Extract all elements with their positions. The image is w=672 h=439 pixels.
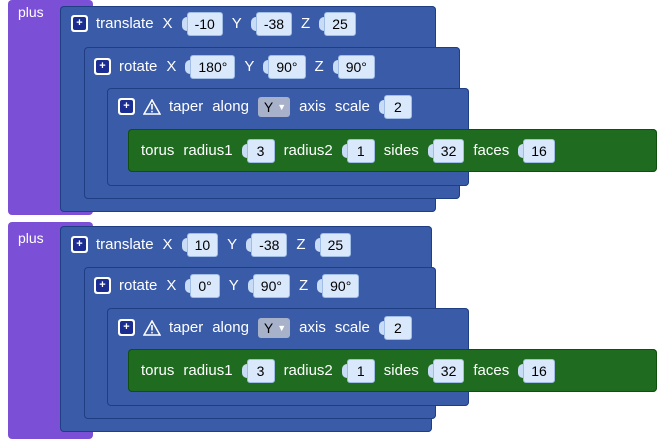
sides-label: sides bbox=[383, 142, 419, 159]
axis-label: axis bbox=[299, 319, 326, 336]
translate-y-field[interactable]: -38 bbox=[246, 232, 288, 257]
rotate-y-field[interactable]: 90° bbox=[263, 54, 306, 79]
translate-x-field[interactable]: 10 bbox=[181, 232, 219, 257]
torus-row: torus radius1 3 radius2 1 sides 32 faces… bbox=[141, 354, 564, 387]
translate-row: + translate X -10 Y -38 Z 25 bbox=[71, 7, 365, 40]
rotate-z-field[interactable]: 90° bbox=[332, 54, 375, 79]
radius2-field[interactable]: 1 bbox=[341, 138, 375, 163]
sides-field[interactable]: 32 bbox=[427, 358, 465, 383]
plus-label: plus bbox=[18, 230, 44, 246]
translate-z-field[interactable]: 25 bbox=[319, 11, 356, 36]
along-label: along bbox=[212, 319, 249, 336]
axis-dropdown[interactable]: Y▼ bbox=[257, 96, 291, 117]
scale-label: scale bbox=[334, 319, 370, 336]
axis-dropdown[interactable]: Y▼ bbox=[257, 317, 291, 338]
warning-icon[interactable] bbox=[143, 98, 161, 115]
z-label: Z bbox=[301, 15, 311, 32]
rotate-label: rotate bbox=[119, 58, 158, 75]
sides-field[interactable]: 32 bbox=[427, 138, 465, 163]
translate-x-field[interactable]: -10 bbox=[181, 11, 223, 36]
x-label: X bbox=[162, 236, 173, 253]
rotate-z-field[interactable]: 90° bbox=[317, 273, 360, 298]
mutator-plus-icon[interactable]: + bbox=[71, 236, 88, 253]
radius1-label: radius1 bbox=[183, 362, 233, 379]
translate-z-field[interactable]: 25 bbox=[314, 232, 352, 257]
y-label: Y bbox=[244, 58, 255, 75]
taper-scale-field[interactable]: 2 bbox=[378, 315, 412, 340]
rotate-y-field[interactable]: 90° bbox=[247, 273, 290, 298]
faces-label: faces bbox=[473, 142, 510, 159]
rotate-x-field[interactable]: 0° bbox=[185, 273, 220, 298]
translate-label: translate bbox=[96, 236, 154, 253]
mutator-plus-icon[interactable]: + bbox=[71, 15, 88, 32]
translate-row: + translate X 10 Y -38 Z 25 bbox=[71, 228, 360, 261]
mutator-plus-icon[interactable]: + bbox=[118, 319, 135, 336]
rotate-label: rotate bbox=[119, 277, 158, 294]
taper-scale-field[interactable]: 2 bbox=[378, 94, 412, 119]
dropdown-caret-icon: ▼ bbox=[277, 101, 287, 112]
rotate-row: + rotate X 0° Y 90° Z 90° bbox=[94, 269, 368, 302]
y-label: Y bbox=[228, 277, 239, 294]
torus-label: torus bbox=[141, 362, 175, 379]
x-label: X bbox=[162, 15, 173, 32]
taper-row: + taper along Y▼ axis scale 2 bbox=[118, 311, 421, 344]
mutator-plus-icon[interactable]: + bbox=[94, 277, 111, 294]
z-label: Z bbox=[314, 58, 324, 75]
faces-field[interactable]: 16 bbox=[518, 138, 555, 163]
y-label: Y bbox=[227, 236, 238, 253]
radius1-field[interactable]: 3 bbox=[241, 138, 275, 163]
faces-field[interactable]: 16 bbox=[518, 358, 555, 383]
torus-block[interactable] bbox=[128, 349, 657, 392]
translate-label: translate bbox=[96, 15, 154, 32]
translate-y-field[interactable]: -38 bbox=[250, 11, 293, 36]
scale-label: scale bbox=[334, 98, 370, 115]
along-label: along bbox=[212, 98, 249, 115]
axis-label: axis bbox=[299, 98, 326, 115]
z-label: Z bbox=[298, 277, 309, 294]
x-label: X bbox=[166, 277, 177, 294]
torus-block[interactable] bbox=[128, 129, 657, 172]
dropdown-caret-icon: ▼ bbox=[277, 322, 287, 333]
mutator-plus-icon[interactable]: + bbox=[94, 58, 111, 75]
radius2-label: radius2 bbox=[283, 362, 333, 379]
taper-row: + taper along Y▼ axis scale 2 bbox=[118, 90, 421, 123]
rotate-x-field[interactable]: 180° bbox=[185, 54, 236, 79]
rotate-row: + rotate X 180° Y 90° Z 90° bbox=[94, 50, 384, 83]
radius2-label: radius2 bbox=[283, 142, 333, 159]
torus-label: torus bbox=[141, 142, 175, 159]
z-label: Z bbox=[296, 236, 306, 253]
torus-row: torus radius1 3 radius2 1 sides 32 faces… bbox=[141, 134, 564, 167]
warning-icon[interactable] bbox=[143, 319, 161, 336]
taper-label: taper bbox=[169, 319, 204, 336]
x-label: X bbox=[166, 58, 177, 75]
taper-label: taper bbox=[169, 98, 204, 115]
faces-label: faces bbox=[473, 362, 510, 379]
plus-label: plus bbox=[18, 4, 44, 20]
radius1-label: radius1 bbox=[183, 142, 233, 159]
mutator-plus-icon[interactable]: + bbox=[118, 98, 135, 115]
y-label: Y bbox=[231, 15, 242, 32]
radius2-field[interactable]: 1 bbox=[341, 358, 375, 383]
sides-label: sides bbox=[383, 362, 419, 379]
radius1-field[interactable]: 3 bbox=[241, 358, 275, 383]
